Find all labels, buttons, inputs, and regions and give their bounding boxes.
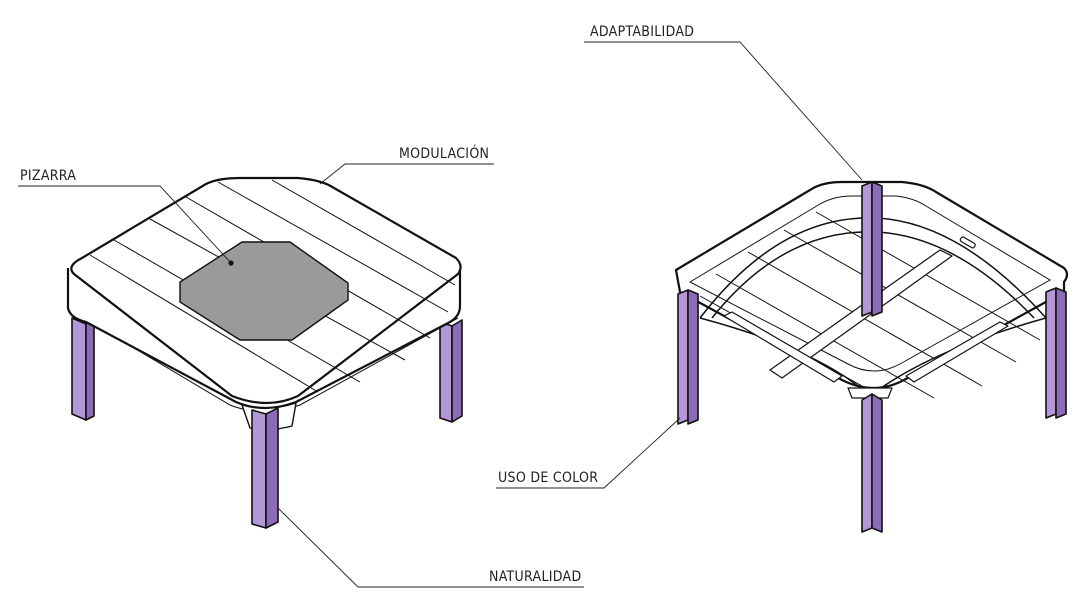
left-table-blackboard [179,241,349,341]
label-adaptabilidad: ADAPTABILIDAD [590,24,694,40]
right-table [674,180,1069,533]
left-table-leg-back-right [439,319,463,423]
label-pizarra: PIZARRA [20,168,76,184]
right-table-leg-right [1045,287,1067,419]
label-uso-de-color: USO DE COLOR [498,470,598,486]
right-table-leg-center [861,181,883,317]
left-table-leg-back-left [71,317,95,421]
left-table-slats [89,179,456,393]
label-naturalidad: NATURALIDAD [489,569,581,585]
right-table-leg-left [677,289,699,425]
left-table-leg-front [251,407,279,529]
left-table [66,176,463,529]
leader-lines [18,41,863,588]
right-table-leg-bottom [861,393,883,533]
label-modulacion: MODULACIÓN [399,144,489,162]
